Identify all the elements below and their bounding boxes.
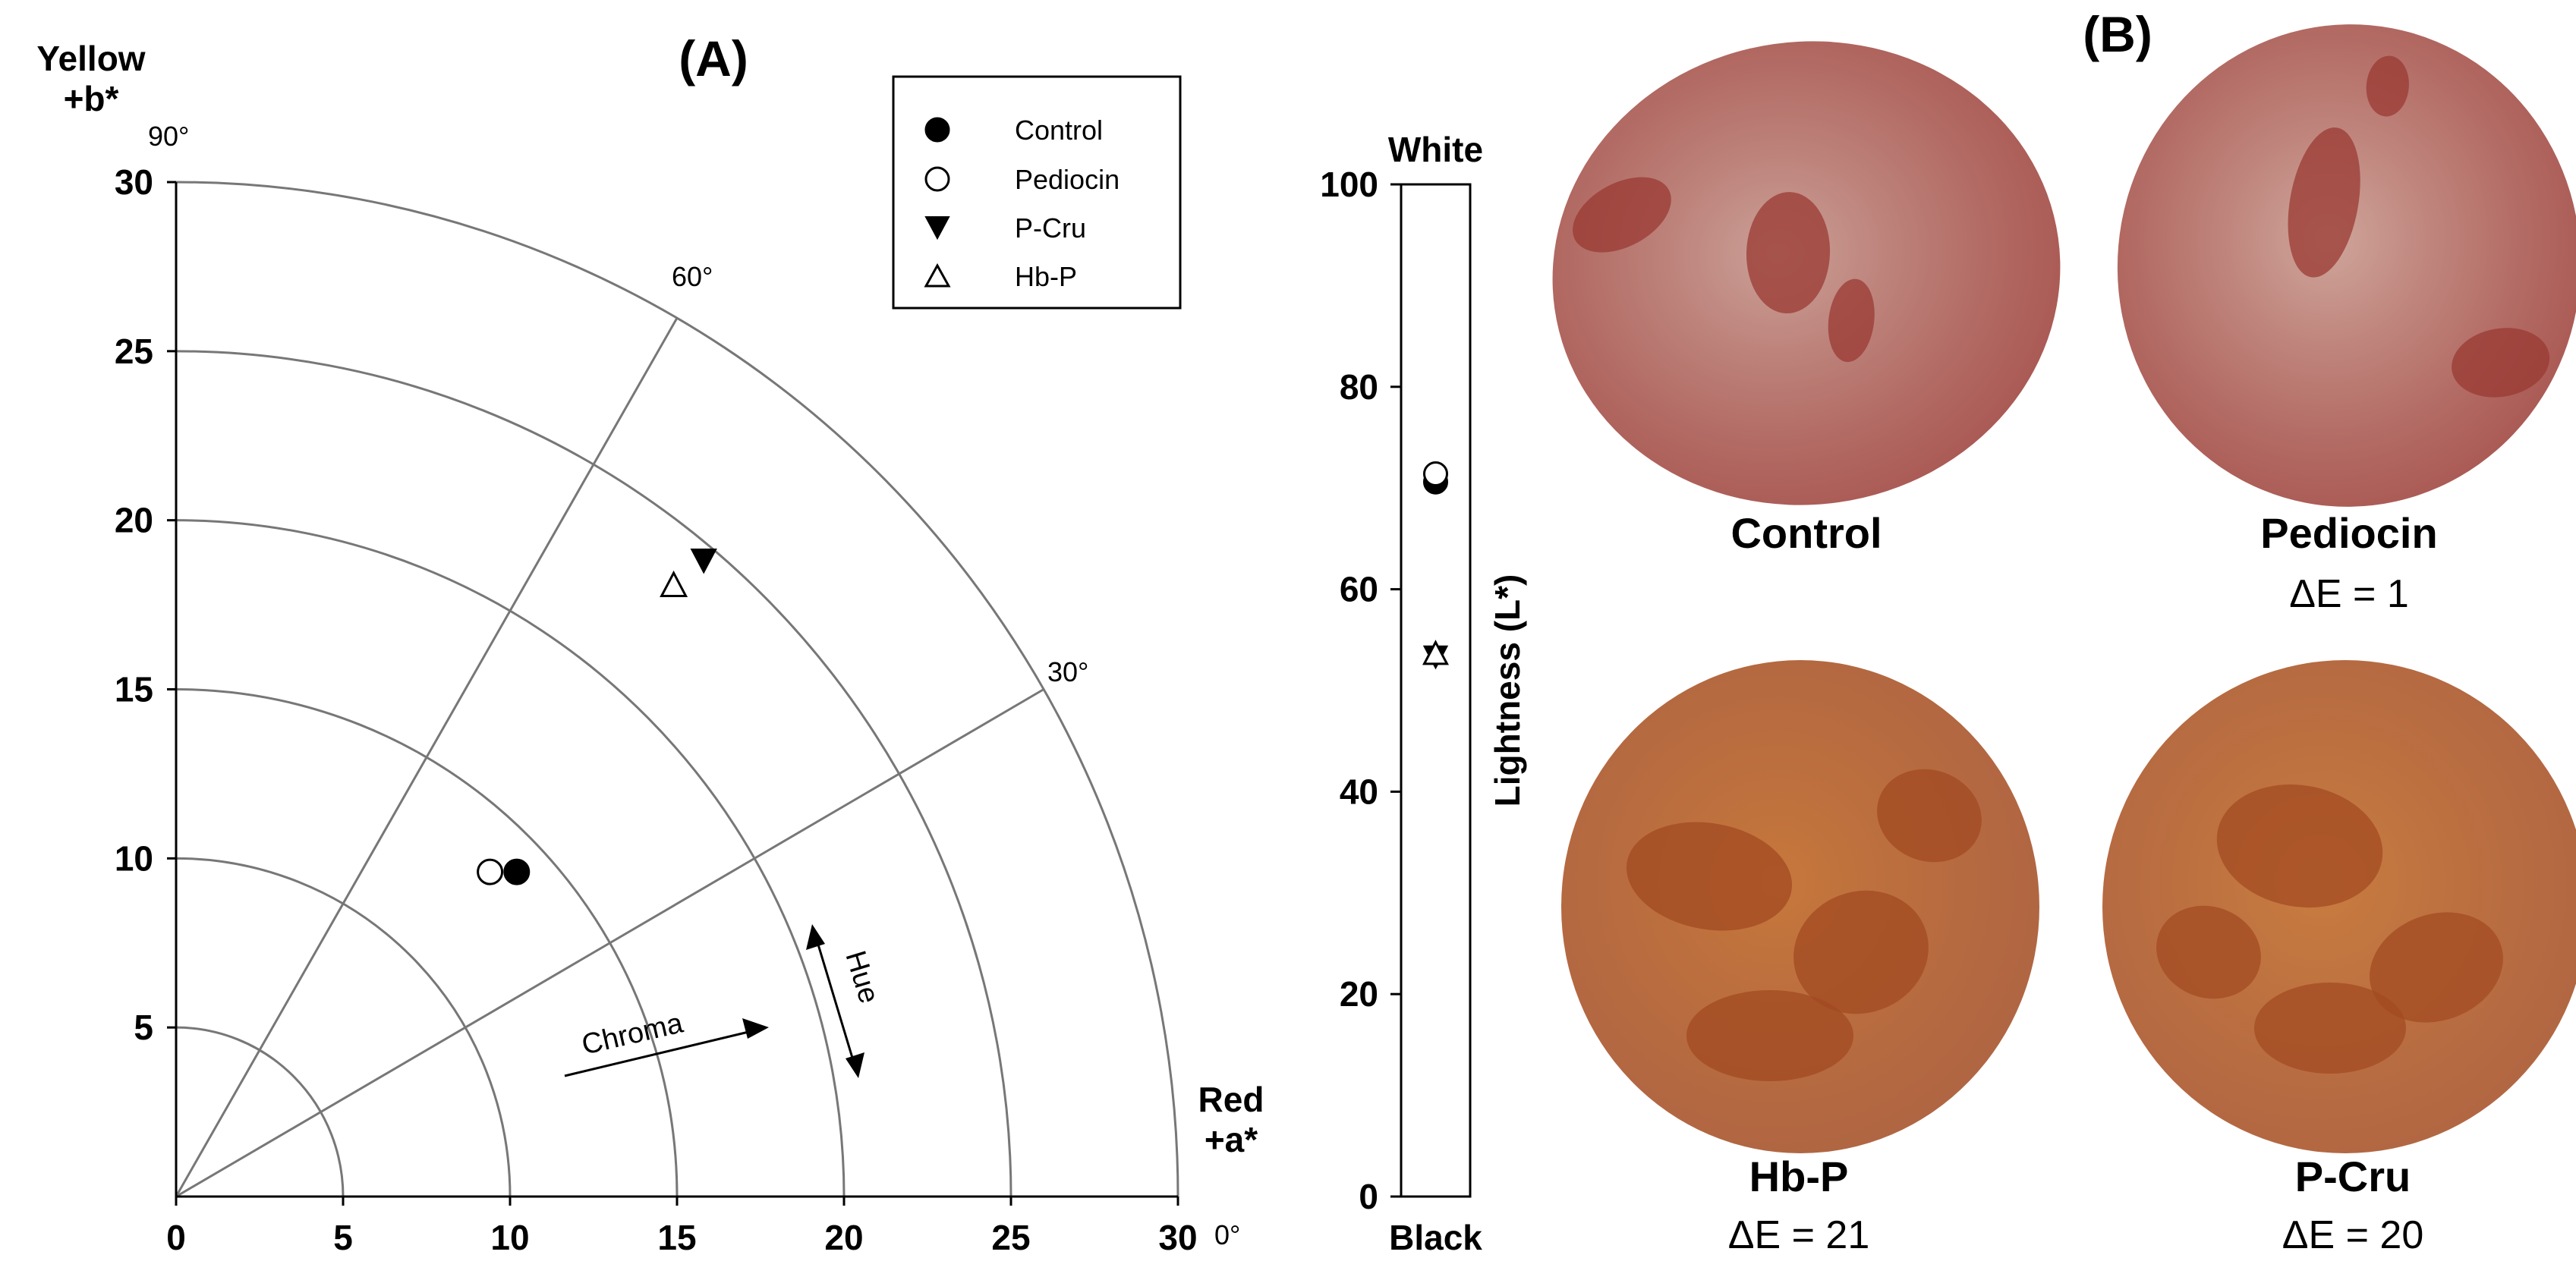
sample-slice-p-cru: [2102, 660, 2576, 1153]
legend-label-control: Control: [1015, 115, 1103, 146]
sample-name-pediocin: Pediocin: [2260, 509, 2437, 557]
x-tick-label-25: 25: [991, 1218, 1030, 1257]
angle-label-30: 30°: [1047, 656, 1088, 687]
panel-a-label: (A): [679, 30, 748, 86]
x-tick-label-0: 0: [166, 1218, 186, 1257]
y-axis-label-yellow: Yellow: [36, 39, 145, 78]
l-tick-label-80: 80: [1340, 367, 1378, 407]
legend-item-p-cru: P-Cru: [924, 212, 1086, 244]
y-tick-label-30: 30: [115, 162, 153, 202]
sample-delta-p-cru: ΔE = 20: [2282, 1213, 2424, 1257]
lightness-top-label: White: [1388, 130, 1483, 169]
l-tick-label-40: 40: [1340, 772, 1378, 811]
hue-ray-60: [175, 317, 679, 1197]
x-tick-label-10: 10: [490, 1218, 529, 1257]
y-tick-label-10: 10: [115, 838, 153, 878]
x-tick-label-30: 30: [1158, 1218, 1197, 1257]
sample-spot-p-cru: [2156, 905, 2261, 999]
legend-box: [892, 75, 1182, 310]
sample-spot-control: [1828, 278, 1875, 363]
sample-photo-pediocin: [2117, 24, 2576, 507]
sample-spot-hb-p: [1626, 822, 1793, 931]
x-tick-label-20: 20: [824, 1218, 863, 1257]
chroma-annotation: Chroma: [564, 1007, 769, 1077]
lightness-point-hb-p: [1422, 640, 1449, 665]
sample-spot-control: [1573, 177, 1671, 253]
sample-spot-pediocin: [2366, 55, 2409, 117]
legend-label-pediocin: Pediocin: [1015, 164, 1120, 195]
chroma-arc-15: [175, 688, 679, 1197]
x-axis-label-a: +a*: [1205, 1120, 1258, 1159]
sample-spot-hb-p: [1793, 890, 1929, 1014]
sample-spot-hb-p: [1686, 990, 1853, 1081]
sample-slice-hb-p: [1561, 660, 2039, 1153]
point-control: [503, 858, 531, 885]
sample-photo-hb-p: [1561, 660, 2039, 1153]
sample-spot-control: [1746, 192, 1831, 314]
chroma-arc-10: [175, 857, 512, 1197]
sample-photo-p-cru: [2102, 660, 2576, 1153]
sample-delta-pediocin: ΔE = 1: [2289, 572, 2409, 616]
hue-ray-30: [175, 688, 1044, 1198]
chroma-label: Chroma: [579, 1007, 687, 1061]
lightness-bottom-label: Black: [1389, 1218, 1482, 1257]
y-tick-label-20: 20: [115, 501, 153, 540]
sample-photos: [1552, 24, 2576, 1153]
panel-b-label: (B): [2083, 6, 2152, 62]
x-tick-label-5: 5: [333, 1218, 353, 1257]
point-p-cru: [690, 548, 717, 574]
lightness-point-pediocin: [1423, 461, 1448, 487]
y-tick-label-15: 15: [115, 670, 153, 709]
legend-label-hb-p: Hb-P: [1015, 261, 1077, 292]
legend-marker-control: [924, 117, 950, 143]
l-tick-label-0: 0: [1359, 1177, 1378, 1216]
sample-spot-p-cru: [2370, 912, 2503, 1023]
sample-name-p-cru: P-Cru: [2295, 1153, 2411, 1200]
legend-marker-pediocin: [924, 166, 950, 192]
chroma-arc-30: [175, 181, 1179, 1197]
lightness-axis-label: Lightness (L*): [1488, 574, 1527, 807]
sample-slice-pediocin: [2117, 24, 2576, 507]
l-tick-label-100: 100: [1320, 165, 1378, 204]
legend-marker-p-cru: [924, 216, 950, 241]
legend-item-hb-p: Hb-P: [924, 261, 1077, 292]
sample-name-control: Control: [1730, 509, 1882, 557]
lightness-bar: [1400, 183, 1472, 1198]
sample-spot-pediocin: [2288, 127, 2360, 278]
legend-item-pediocin: Pediocin: [924, 164, 1120, 195]
sample-photo-control: [1552, 41, 2061, 505]
y-tick-label-5: 5: [134, 1008, 153, 1047]
sample-delta-hb-p: ΔE = 21: [1728, 1213, 1870, 1257]
hue-annotation: Hue: [806, 924, 885, 1078]
point-pediocin: [477, 858, 504, 885]
sample-spot-p-cru: [2216, 784, 2383, 908]
sample-spot-pediocin: [2452, 328, 2550, 398]
chroma-hue-chart: 0 5 10 15 20 25 30 5 10 15 20 25 30: [115, 162, 1198, 1257]
y-tick-label-25: 25: [115, 332, 153, 371]
chroma-arc-25: [175, 350, 1012, 1197]
sample-spot-p-cru: [2254, 983, 2406, 1074]
legend: Control Pediocin P-Cru Hb-P: [892, 75, 1182, 310]
sample-name-hb-p: Hb-P: [1749, 1153, 1849, 1200]
hue-label: Hue: [839, 947, 885, 1007]
legend-marker-hb-p: [924, 263, 951, 288]
chroma-arc-20: [175, 519, 846, 1197]
legend-item-control: Control: [924, 115, 1103, 146]
chroma-arc-5: [175, 1026, 345, 1197]
l-tick-label-60: 60: [1340, 570, 1378, 609]
x-tick-label-15: 15: [657, 1218, 696, 1257]
point-hb-p: [660, 570, 688, 598]
angle-label-0: 0°: [1214, 1219, 1240, 1250]
legend-label-p-cru: P-Cru: [1015, 212, 1086, 244]
angle-label-90: 90°: [148, 121, 189, 152]
l-tick-label-20: 20: [1340, 974, 1378, 1014]
x-axis-label-red: Red: [1198, 1080, 1264, 1119]
angle-label-60: 60°: [672, 261, 713, 292]
sample-spot-hb-p: [1877, 769, 1982, 863]
y-axis-label-b: +b*: [64, 79, 119, 118]
